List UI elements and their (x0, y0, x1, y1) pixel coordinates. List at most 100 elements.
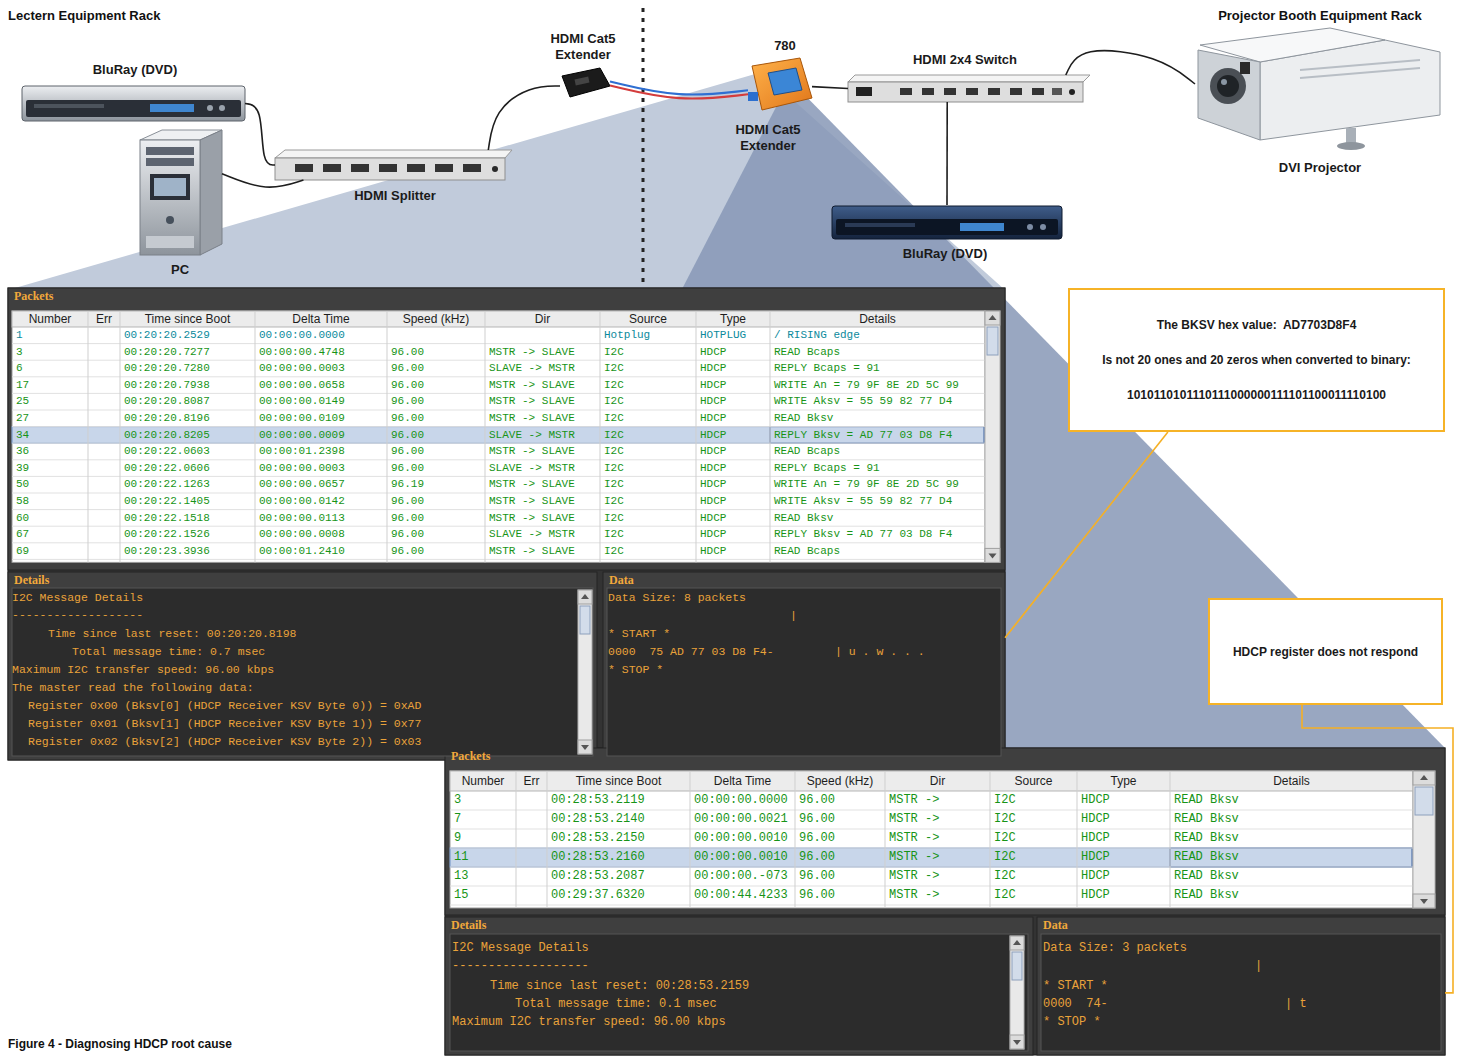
row-rule (12, 493, 985, 494)
column-rule (795, 771, 796, 908)
hdmi-cable (947, 102, 948, 205)
table-cell: MSTR -> SLAVE (489, 377, 575, 394)
pc-tower (146, 236, 194, 248)
table-cell: 11 (454, 848, 468, 867)
cat5-cable (610, 86, 748, 99)
table-cell: 60 (16, 510, 29, 527)
column-header: Delta Time (690, 771, 795, 791)
table-cell: 00:20:22.1518 (124, 510, 210, 527)
table-cell: I2C (604, 360, 624, 377)
equipment-device: DVI Projector (1195, 28, 1440, 140)
table-cell: WRITE Aksv = 55 59 82 77 D4 (774, 393, 952, 410)
pc-tower (200, 130, 222, 255)
scrollbar-button (985, 311, 1000, 325)
table-cell: 00:00:00.0008 (259, 526, 345, 543)
table-cell: 00:20:20.8196 (124, 410, 210, 427)
column-rule (387, 311, 388, 562)
hdmi-switch (922, 88, 934, 95)
table-cell: MSTR -> (889, 848, 939, 867)
table-cell: 00:00:00.0000 (694, 791, 788, 810)
table-cell: 15 (454, 886, 468, 905)
hdmi-cable (1066, 51, 1195, 84)
leader-line (1302, 705, 1453, 993)
table-cell: 00:20:20.7938 (124, 377, 210, 394)
details-line: Maximum I2C transfer speed: 96.00 kbps (12, 662, 274, 677)
row-rule (12, 509, 985, 510)
table-cell: 96.00 (799, 867, 835, 886)
table-cell: HDCP (1081, 886, 1110, 905)
hdmi-cable (488, 86, 560, 150)
table-cell: 96.00 (391, 493, 424, 510)
device-label: HDMI Splitter (295, 188, 495, 204)
table-cell: 00:00:00.0149 (259, 393, 345, 410)
panel-background (445, 917, 1033, 1055)
row-rule (12, 526, 985, 527)
row-rule (450, 848, 1413, 849)
data-line: | t (1285, 996, 1307, 1012)
equipment-device: 780HDMI Cat5 Extender (748, 58, 812, 110)
row-rule (12, 360, 985, 361)
table-cell: 96.00 (391, 344, 424, 361)
table-cell: I2C (604, 493, 624, 510)
table-background (12, 311, 985, 562)
table-cell: 27 (16, 410, 29, 427)
scrollbar-arrow (1420, 775, 1428, 780)
table-header (450, 771, 1413, 791)
hdmi-cable (488, 86, 560, 150)
hdmi-switch (944, 88, 956, 95)
table-cell: HDCP (700, 427, 726, 444)
callout-box: The BKSV hex value: AD7703D8F4Is not 20 … (1068, 288, 1445, 432)
bluray-player (1027, 224, 1033, 230)
table-cell: 96.00 (799, 848, 835, 867)
table-cell: MSTR -> SLAVE (489, 410, 575, 427)
table-cell: 00:20:20.8087 (124, 393, 210, 410)
table-cell: I2C (604, 543, 624, 560)
column-header: Details (1170, 771, 1413, 791)
hdmi-cable (245, 104, 275, 166)
table-cell: 00:20:23.3936 (124, 543, 210, 560)
table-cell: 00:20:20.7277 (124, 344, 210, 361)
hdmi-switch (988, 88, 1000, 95)
table-cell: HDCP (1081, 829, 1110, 848)
hdmi-switch (1052, 88, 1062, 95)
table-cell: 00:00:00.0021 (694, 810, 788, 829)
table-cell: 00:20:20.8205 (124, 427, 210, 444)
panel-heading: Data (1043, 918, 1068, 932)
table-cell: HDCP (700, 377, 726, 394)
row-rule (450, 810, 1413, 811)
hdmi-cable (812, 87, 848, 89)
callout-box: HDCP register does not respond (1208, 598, 1443, 705)
scrollbar-track (1413, 771, 1435, 908)
table-cell: WRITE An = 79 9F 8E 2D 5C 99 (774, 476, 959, 493)
data-line: * START * (1043, 978, 1108, 994)
analyzer-780 (768, 68, 802, 95)
column-rule (770, 311, 771, 562)
hdmi-splitter (351, 164, 369, 172)
table-cell: 96.00 (391, 526, 424, 543)
table-cell: 00:00:00.0003 (259, 460, 345, 477)
table-cell: READ Bcaps (774, 443, 840, 460)
table-cell: 96.00 (391, 377, 424, 394)
details-line: Time since last reset: 00:20:20.8198 (48, 626, 296, 641)
analyzer-780 (748, 92, 758, 101)
equipment-device: BluRay (DVD) (22, 85, 245, 122)
data-line: | (1255, 958, 1262, 974)
table-cell: MSTR -> SLAVE (489, 543, 575, 560)
details-line: The master read the following data: (12, 680, 254, 695)
scrollbar-track (578, 590, 592, 754)
table-cell: HDCP (700, 360, 726, 377)
table-cell: HDCP (700, 526, 726, 543)
hdmi-switch (848, 75, 1090, 102)
device-label: PC (130, 262, 230, 278)
column-header: Time since Boot (120, 311, 255, 327)
rack-label: Projector Booth Equipment Rack (1190, 8, 1450, 24)
table-cell: MSTR -> SLAVE (489, 344, 575, 361)
row-rule (12, 443, 985, 444)
hdmi-splitter (275, 150, 512, 180)
column-header: Err (516, 771, 547, 791)
details-line: I2C Message Details (12, 590, 143, 605)
table-cell: READ Bcaps (774, 543, 840, 560)
pc-tower (146, 158, 194, 166)
bluray-player (22, 86, 245, 121)
column-rule (120, 311, 121, 562)
